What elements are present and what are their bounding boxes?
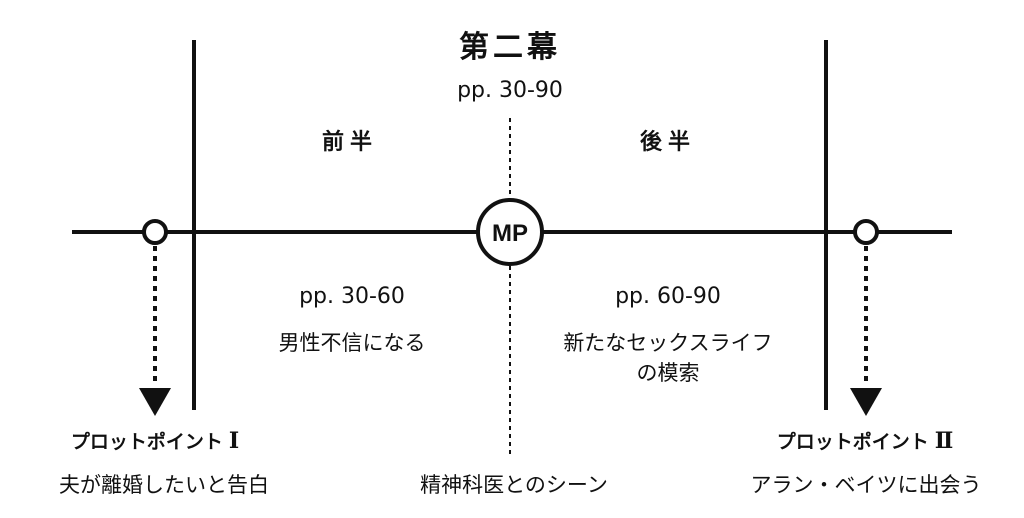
plot-point-2-event: アラン・ベイツに出会う [750,473,982,497]
midpoint-event: 精神科医とのシーン [420,473,608,497]
midpoint-circle [476,198,544,266]
plot-point-2-title: プロットポイント [776,431,929,453]
plot-point-1-title: プロットポイント [70,431,223,453]
second-half-description-line1: 新たなセックスライフ [563,331,773,355]
plot-point-1-numeral: Ⅰ [228,428,240,454]
plot-point-2-marker [853,219,879,245]
plot-point-1-marker [142,219,168,245]
second-half-label: 後半 [639,130,697,155]
second-half-description-line2: の模索 [636,361,700,386]
second-half-description: 新たなセックスライフ の模索 [563,328,772,389]
second-half-pages: pp. 60-90 [615,284,721,309]
act-pages: pp. 30-90 [457,78,563,103]
plot-point-1-event: 夫が離婚したいと告白 [59,473,269,497]
plot-point-2-arrow-head [850,388,882,416]
first-half-description: 男性不信になる [278,331,426,355]
act-title: 第二幕 [459,30,561,65]
first-half-label: 前半 [321,130,379,155]
plot-point-2-numeral: Ⅱ [934,428,954,454]
plot-point-1-arrow-head [139,388,171,416]
first-half-pages: pp. 30-60 [299,284,405,309]
midpoint-label: MP [492,220,528,247]
